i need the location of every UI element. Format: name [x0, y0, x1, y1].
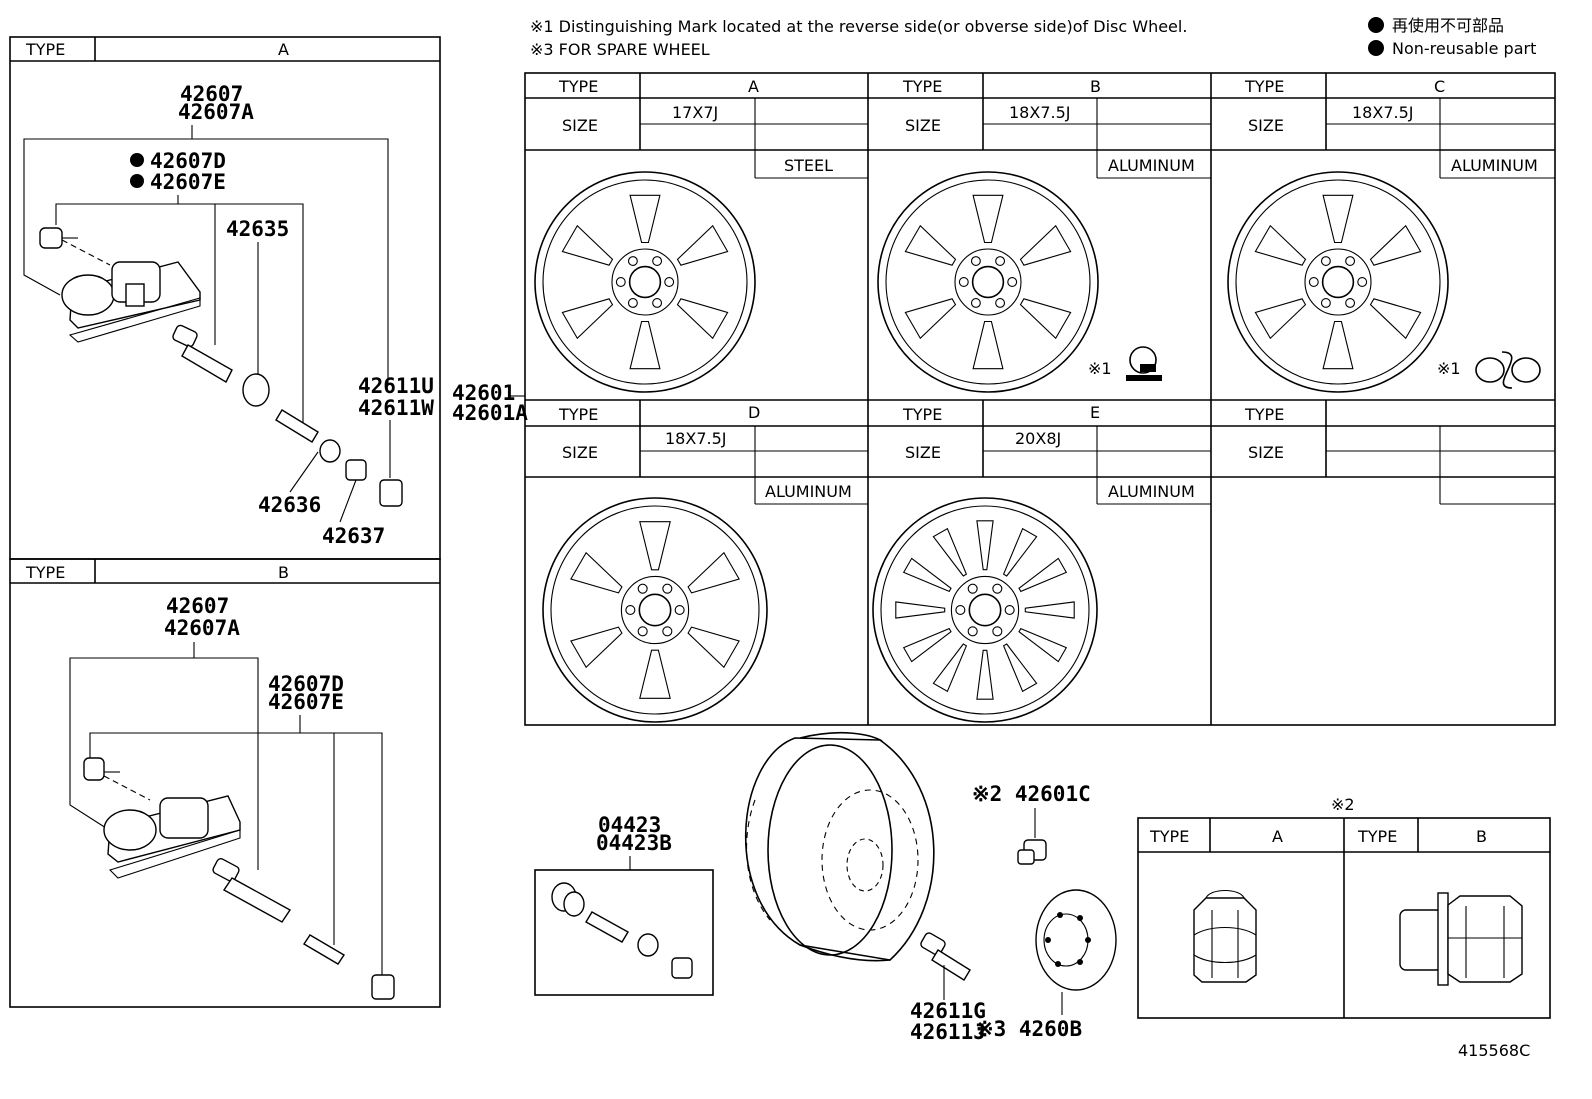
nut-table — [1137, 817, 1551, 1019]
part-42607-a[interactable]: 42607 — [180, 82, 243, 106]
wheel-e-type-label: TYPE — [902, 405, 942, 424]
wheel-c-type: C — [1434, 77, 1445, 96]
wheel-a-size-label: SIZE — [562, 116, 598, 135]
part-42635[interactable]: 42635 — [226, 217, 289, 241]
wheel-d-aluminum-icon — [542, 497, 768, 723]
wheel-a-type-label: TYPE — [558, 77, 598, 96]
tpms-b-type-value: B — [278, 563, 289, 582]
wheel-e-type: E — [1090, 403, 1100, 422]
valve-core-icon — [275, 409, 319, 443]
note-spare-wheel: ※3 FOR SPARE WHEEL — [530, 40, 710, 59]
non-reusable-mark-icon — [130, 153, 144, 167]
part-42607A-b[interactable]: 42607A — [164, 616, 240, 640]
tpms-b-type-label: TYPE — [25, 563, 65, 582]
lug-nut-b-icon — [1399, 892, 1523, 986]
wheel-a-material: STEEL — [784, 156, 833, 175]
nut-a-type: A — [1272, 827, 1283, 846]
part-42607E-a[interactable]: 42607E — [150, 170, 226, 194]
valve-cap-b-icon — [371, 974, 395, 1000]
tpms-a-type-label: TYPE — [25, 40, 65, 59]
tpms-type-b-frame — [9, 558, 441, 1008]
wheel-b-aluminum-icon — [877, 171, 1099, 393]
valve-cap-icon — [379, 479, 403, 507]
wheel-b-type-label: TYPE — [902, 77, 942, 96]
wheel-d-material: ALUMINUM — [765, 482, 852, 501]
wheel-a-type: A — [748, 77, 759, 96]
valve-kit-icon — [551, 882, 693, 979]
wheel-d-size-label: SIZE — [562, 443, 598, 462]
figure-id: 415568C — [1458, 1041, 1530, 1060]
part-42611J[interactable]: 42611J — [910, 1020, 986, 1044]
nut-table-note: ※2 — [1331, 795, 1355, 814]
part-42637[interactable]: 42637 — [322, 524, 385, 548]
wheel-a-size: 17X7J — [672, 103, 718, 122]
part-42601C[interactable]: ※2 42601C — [972, 782, 1091, 806]
tpms-sensor-a-icon — [39, 227, 201, 343]
nut-icon — [345, 459, 367, 481]
non-reusable-legend-icon — [1368, 17, 1384, 33]
part-42607D-b[interactable]: 42607D — [268, 672, 344, 696]
non-reusable-legend-icon — [1368, 40, 1384, 56]
valve-stem-spare-icon — [920, 932, 971, 981]
wheel-c-size-label: SIZE — [1248, 116, 1284, 135]
wheel-e-size-label: SIZE — [905, 443, 941, 462]
tpms-a-type-value: A — [278, 40, 289, 59]
wheel-b-type: B — [1090, 77, 1101, 96]
note-distinguishing-mark: ※1 Distinguishing Mark located at the re… — [530, 17, 1187, 36]
part-42611G[interactable]: 42611G — [910, 999, 986, 1023]
wheel-b-material: ALUMINUM — [1108, 156, 1195, 175]
wheel-c-mark-note: ※1 — [1437, 359, 1461, 378]
part-4260B[interactable]: ※3 4260B — [976, 1017, 1082, 1041]
part-04423B[interactable]: 04423B — [596, 831, 672, 855]
nut-a-type-label: TYPE — [1149, 827, 1189, 846]
wheel-c-aluminum-icon — [1227, 171, 1449, 393]
valve-stem-a-icon — [172, 324, 233, 383]
part-42607D-a[interactable]: 42607D — [150, 149, 226, 173]
wheel-f-size-label: SIZE — [1248, 443, 1284, 462]
wheel-c-material: ALUMINUM — [1451, 156, 1538, 175]
wheel-b-size-label: SIZE — [905, 116, 941, 135]
washer-icon — [319, 439, 341, 463]
wheel-d-type: D — [748, 403, 760, 422]
lug-nut-a-icon — [1193, 889, 1257, 983]
part-42607-b[interactable]: 42607 — [166, 594, 229, 618]
nut-b-type: B — [1476, 827, 1487, 846]
part-42601A[interactable]: 42601A — [452, 401, 528, 425]
distinguishing-mark-b-icon — [1126, 346, 1162, 381]
wheel-e-material: ALUMINUM — [1108, 482, 1195, 501]
valve-kit-frame — [534, 869, 714, 996]
distinguishing-mark-c-icon — [1475, 351, 1541, 389]
wheel-b-size: 18X7.5J — [1009, 103, 1070, 122]
wheel-f-type-label: TYPE — [1244, 405, 1284, 424]
valve-core-b-icon — [303, 934, 345, 965]
part-42611U[interactable]: 42611U — [358, 374, 434, 398]
part-42611W[interactable]: 42611W — [358, 396, 434, 420]
wheel-c-type-label: TYPE — [1244, 77, 1284, 96]
wheel-a-steel-icon — [534, 171, 756, 393]
part-42636[interactable]: 42636 — [258, 493, 321, 517]
part-42607E-b[interactable]: 42607E — [268, 690, 344, 714]
wheel-e-aluminum-icon — [872, 497, 1098, 723]
wheel-b-mark-note: ※1 — [1088, 359, 1112, 378]
wheel-c-size: 18X7.5J — [1352, 103, 1413, 122]
hub-nut-icon — [1017, 839, 1047, 865]
tpms-sensor-b-icon — [83, 757, 241, 879]
wheel-e-size: 20X8J — [1015, 429, 1061, 448]
legend-jp: 再使用不可部品 — [1392, 16, 1504, 35]
non-reusable-mark-icon — [130, 174, 144, 188]
nut-b-type-label: TYPE — [1357, 827, 1397, 846]
part-42601[interactable]: 42601 — [452, 381, 515, 405]
wheel-table — [524, 72, 1556, 726]
grommet-icon — [242, 373, 270, 407]
part-42607A-a[interactable]: 42607A — [178, 100, 254, 124]
spare-tire-icon — [744, 731, 935, 962]
wheel-d-type-label: TYPE — [558, 405, 598, 424]
spare-hub-carrier-icon — [1035, 889, 1117, 991]
legend-en: Non-reusable part — [1392, 39, 1536, 58]
wheel-d-size: 18X7.5J — [665, 429, 726, 448]
valve-stem-b-icon — [212, 858, 292, 923]
part-04423[interactable]: 04423 — [598, 813, 661, 837]
